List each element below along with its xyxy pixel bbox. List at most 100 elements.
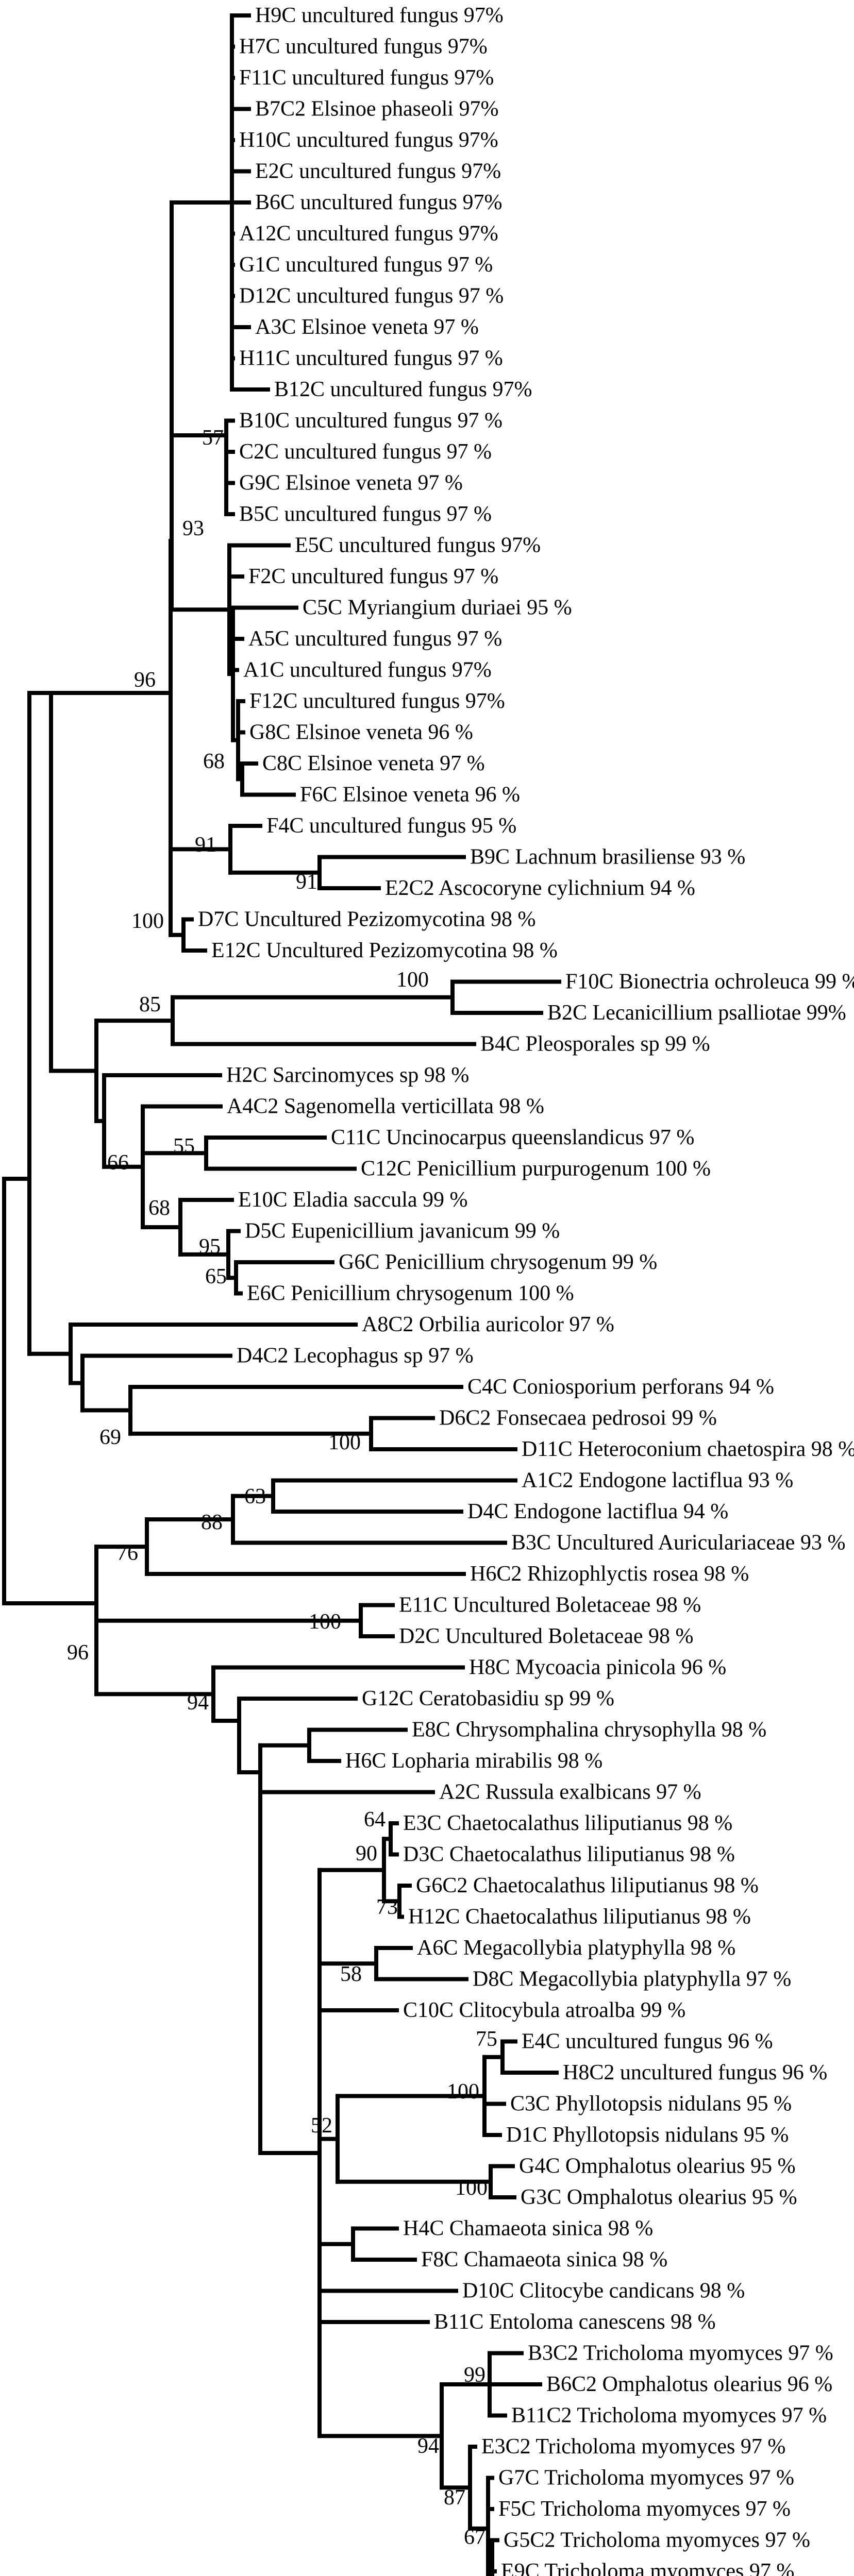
taxon-label: H8C2 uncultured fungus 96 % bbox=[563, 2061, 827, 2084]
taxon-label: E2C uncultured fungus 97% bbox=[255, 160, 501, 183]
taxon-label: C12C Penicillium purpurogenum 100 % bbox=[361, 1157, 711, 1181]
bootstrap-value: 90 bbox=[356, 1842, 377, 1866]
taxon-label: F12C uncultured fungus 97% bbox=[249, 689, 505, 713]
taxon-label: D10C Clitocybe candicans 98 % bbox=[462, 2279, 745, 2303]
taxon-label: B6C uncultured fungus 97% bbox=[255, 191, 502, 214]
bootstrap-value: 68 bbox=[203, 750, 225, 773]
bootstrap-value: 65 bbox=[205, 1265, 227, 1289]
taxon-label: C11C Uncinocarpus queenslandicus 97 % bbox=[331, 1126, 694, 1149]
taxon-label: D2C Uncultured Boletaceae 98 % bbox=[399, 1624, 693, 1648]
taxon-label: G8C Elsinoe veneta 96 % bbox=[249, 721, 473, 744]
taxon-label: G4C Omphalotus olearius 95 % bbox=[519, 2155, 796, 2178]
taxon-label: D11C Heteroconium chaetospira 98 % bbox=[522, 1437, 854, 1461]
bootstrap-value: 100 bbox=[396, 968, 429, 992]
taxon-label: C3C Phyllotopsis nidulans 95 % bbox=[510, 2092, 792, 2116]
bootstrap-value: 57 bbox=[202, 426, 224, 450]
taxon-label: H2C Sarcinomyces sp 98 % bbox=[226, 1063, 469, 1087]
taxon-label: G5C2 Tricholoma myomyces 97 % bbox=[504, 2529, 810, 2552]
bootstrap-value: 93 bbox=[182, 517, 204, 540]
taxon-label: B10C uncultured fungus 97 % bbox=[239, 409, 503, 433]
bootstrap-value: 76 bbox=[116, 1541, 138, 1565]
taxon-label: B2C Lecanicillium psalliotae 99% bbox=[547, 1001, 846, 1025]
taxon-label: A12C uncultured fungus 97% bbox=[239, 222, 498, 246]
taxon-label: D4C2 Lecophagus sp 97 % bbox=[237, 1344, 474, 1368]
taxon-label: B3C2 Tricholoma myomyces 97 % bbox=[528, 2342, 833, 2365]
taxon-label: E4C uncultured fungus 96 % bbox=[522, 2030, 773, 2054]
taxon-label: C4C Coniosporium perforans 94 % bbox=[467, 1375, 774, 1399]
bootstrap-value: 100 bbox=[455, 2176, 488, 2200]
taxon-label: B9C Lachnum brasiliense 93 % bbox=[470, 845, 745, 869]
taxon-label: G9C Elsinoe veneta 97 % bbox=[239, 471, 463, 495]
bootstrap-value: 95 bbox=[199, 1235, 221, 1259]
taxon-label: E5C uncultured fungus 97% bbox=[295, 534, 541, 557]
taxon-label: G7C Tricholoma myomyces 97 % bbox=[498, 2466, 794, 2490]
bootstrap-value: 100 bbox=[131, 909, 164, 933]
taxon-label: D6C2 Fonsecaea pedrosoi 99 % bbox=[439, 1406, 717, 1430]
bootstrap-value: 85 bbox=[139, 993, 161, 1016]
bootstrap-value: 75 bbox=[476, 2027, 497, 2051]
taxon-label: H11C uncultured fungus 97 % bbox=[239, 347, 503, 370]
taxon-label: A5C uncultured fungus 97 % bbox=[248, 627, 502, 651]
taxon-label: G1C uncultured fungus 97 % bbox=[239, 253, 493, 277]
taxon-label: H10C uncultured fungus 97% bbox=[239, 128, 498, 152]
taxon-label: G6C2 Chaetocalathus liliputianus 98 % bbox=[416, 1874, 759, 1897]
taxon-label: D12C uncultured fungus 97 % bbox=[239, 284, 504, 308]
taxon-label: B5C uncultured fungus 97 % bbox=[239, 502, 492, 526]
taxon-label: H4C Chamaeota sinica 98 % bbox=[403, 2217, 653, 2241]
taxon-label: A1C2 Endogone lactiflua 93 % bbox=[522, 1469, 793, 1493]
taxon-label: E6C Penicillium chrysogenum 100 % bbox=[247, 1282, 574, 1306]
taxon-label: F4C uncultured fungus 95 % bbox=[266, 814, 516, 838]
taxon-label: G12C Ceratobasidiu sp 99 % bbox=[362, 1687, 614, 1710]
taxon-label: F11C uncultured fungus 97% bbox=[239, 66, 494, 90]
bootstrap-value: 73 bbox=[376, 1895, 398, 1919]
taxon-label: H7C uncultured fungus 97% bbox=[239, 35, 488, 59]
taxon-label: B4C Pleosporales sp 99 % bbox=[480, 1032, 710, 1056]
bootstrap-value: 91 bbox=[195, 833, 216, 857]
bootstrap-value: 96 bbox=[67, 1641, 89, 1665]
taxon-label: D7C Uncultured Pezizomycotina 98 % bbox=[198, 908, 536, 931]
bootstrap-value: 96 bbox=[134, 668, 156, 692]
taxon-label: F2C uncultured fungus 97 % bbox=[248, 565, 498, 588]
bootstrap-value: 66 bbox=[107, 1151, 129, 1175]
bootstrap-value: 64 bbox=[364, 1808, 386, 1832]
bootstrap-value: 58 bbox=[340, 1962, 362, 1986]
bootstrap-value: 55 bbox=[173, 1134, 195, 1158]
bootstrap-value: 88 bbox=[201, 1511, 223, 1534]
taxon-label: F6C Elsinoe veneta 96 % bbox=[300, 783, 520, 807]
taxon-label: B7C2 Elsinoe phaseoli 97% bbox=[255, 97, 498, 121]
taxon-label: E9C Tricholoma myomyces 97 % bbox=[501, 2560, 794, 2576]
taxon-label: C2C uncultured fungus 97 % bbox=[239, 440, 492, 464]
taxon-label: E10C Eladia saccula 99 % bbox=[238, 1188, 468, 1212]
taxon-label: D1C Phyllotopsis nidulans 95 % bbox=[506, 2123, 789, 2147]
taxon-label: C8C Elsinoe veneta 97 % bbox=[262, 752, 485, 775]
taxon-label: A1C uncultured fungus 97% bbox=[243, 658, 492, 682]
taxon-label: E8C Chrysomphalina chrysophylla 98 % bbox=[412, 1718, 766, 1742]
taxon-label: B12C uncultured fungus 97% bbox=[274, 378, 532, 401]
taxon-label: D4C Endogone lactiflua 94 % bbox=[467, 1500, 728, 1523]
taxon-label: H8C Mycoacia pinicola 96 % bbox=[469, 1656, 726, 1680]
bootstrap-value: 68 bbox=[148, 1196, 170, 1220]
bootstrap-value: 99 bbox=[464, 2363, 485, 2387]
taxon-label: H9C uncultured fungus 97% bbox=[255, 4, 504, 27]
taxon-label: C10C Clitocybula atroalba 99 % bbox=[403, 1998, 685, 2022]
bootstrap-value: 100 bbox=[309, 1610, 341, 1634]
taxon-label: B3C Uncultured Auriculariaceae 93 % bbox=[511, 1531, 845, 1555]
taxon-label: G6C Penicillium chrysogenum 99 % bbox=[339, 1250, 657, 1274]
taxon-label: A4C2 Sagenomella verticillata 98 % bbox=[227, 1095, 544, 1118]
bootstrap-value: 100 bbox=[328, 1431, 361, 1454]
taxon-label: H6C Lopharia mirabilis 98 % bbox=[345, 1749, 602, 1773]
taxon-label: D3C Chaetocalathus liliputianus 98 % bbox=[403, 1843, 735, 1867]
taxon-label: F10C Bionectria ochroleuca 99 % bbox=[565, 970, 854, 994]
taxon-label: B6C2 Omphalotus olearius 96 % bbox=[546, 2372, 832, 2396]
taxon-label: F8C Chamaeota sinica 98 % bbox=[421, 2248, 667, 2272]
bootstrap-value: 69 bbox=[99, 1426, 121, 1449]
bootstrap-value: 91 bbox=[296, 870, 317, 894]
taxon-label: E3C Chaetocalathus liliputianus 98 % bbox=[403, 1811, 732, 1835]
taxon-label: E12C Uncultured Pezizomycotina 98 % bbox=[211, 939, 558, 962]
bootstrap-value: 100 bbox=[447, 2080, 479, 2104]
bootstrap-value: 87 bbox=[444, 2486, 465, 2510]
taxon-label: A3C Elsinoe veneta 97 % bbox=[255, 315, 479, 339]
taxon-label: E2C2 Ascocoryne cylichnium 94 % bbox=[385, 876, 695, 900]
